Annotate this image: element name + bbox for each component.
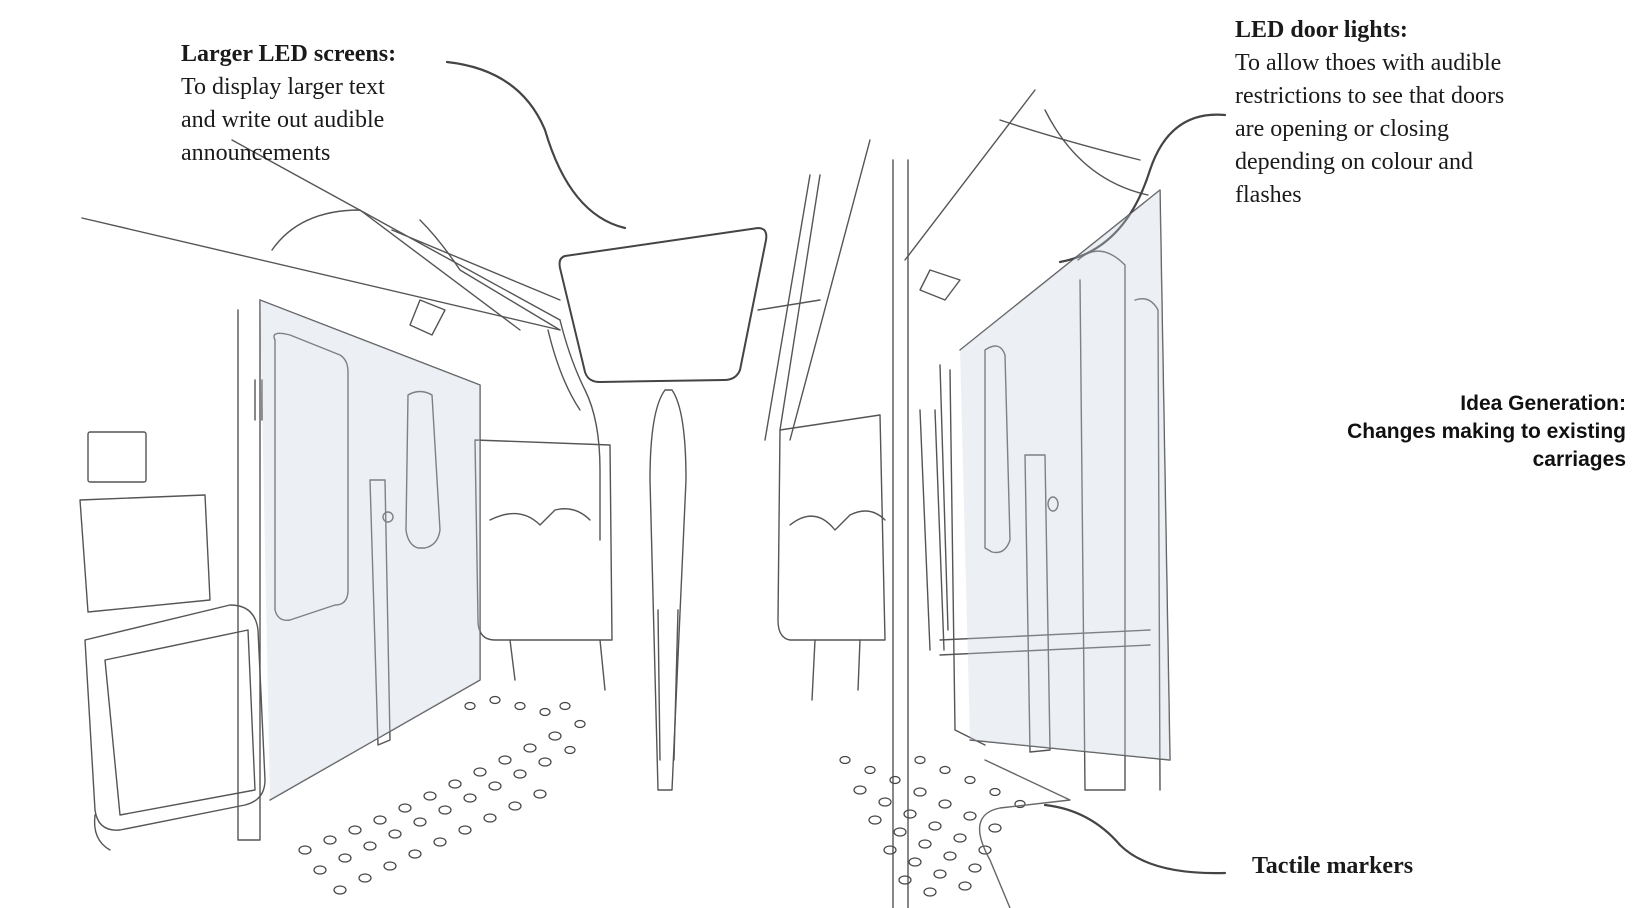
led-screen bbox=[558, 227, 768, 383]
pole-centre bbox=[892, 159, 909, 908]
annotation-tactile-markers: Tactile markers bbox=[1252, 853, 1414, 879]
screen-mount bbox=[419, 219, 821, 331]
heading-line-1: Idea Generation: bbox=[1460, 392, 1626, 415]
leader-doors bbox=[1058, 113, 1227, 264]
annotation-led-screens-title: Larger LED screens: bbox=[181, 41, 397, 67]
ceiling-line-right bbox=[904, 89, 1149, 261]
tactile-dots-right bbox=[839, 755, 1026, 897]
right-seats bbox=[777, 409, 945, 701]
hanging-strap bbox=[649, 389, 687, 791]
centre-lines bbox=[764, 139, 871, 441]
annotation-led-door-lights: LED door lights: To allow thoes with aud… bbox=[1235, 14, 1555, 212]
ceiling-line bbox=[81, 139, 561, 331]
annotation-led-screens-body: To display larger text and write out aud… bbox=[181, 74, 385, 166]
heading-line-3: carriages bbox=[1532, 448, 1626, 471]
leader-screens bbox=[445, 60, 627, 230]
annotation-led-screens: Larger LED screens: To display larger te… bbox=[181, 38, 451, 170]
annotation-led-door-lights-title: LED door lights: bbox=[1235, 17, 1408, 43]
right-door bbox=[409, 189, 1171, 791]
shade-left-door bbox=[260, 300, 480, 800]
heading-line-2: Changes making to existing bbox=[1347, 420, 1626, 443]
left-seats bbox=[79, 431, 613, 851]
idea-generation-heading: Idea Generation: Changes making to exist… bbox=[1266, 390, 1626, 474]
floor-step bbox=[978, 759, 1071, 908]
tactile-dots-left bbox=[298, 695, 586, 895]
annotation-led-door-lights-body: To allow thoes with audible restrictions… bbox=[1235, 50, 1505, 208]
grab-rail bbox=[547, 319, 601, 541]
ceiling-panel-left bbox=[271, 209, 521, 331]
left-door bbox=[237, 299, 481, 841]
leader-tactile bbox=[1043, 803, 1227, 875]
shade-right-wall bbox=[960, 190, 1170, 760]
